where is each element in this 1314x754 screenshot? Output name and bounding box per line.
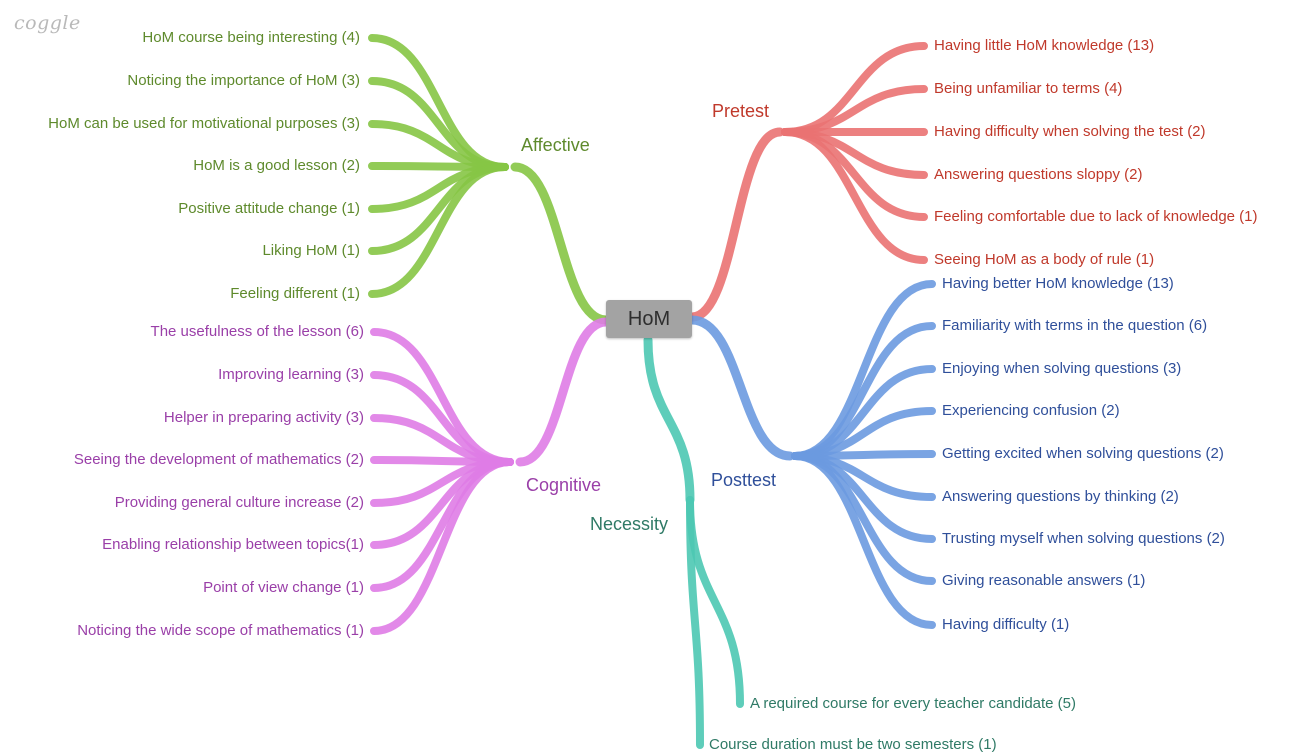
pretest-item[interactable]: Having little HoM knowledge (13) [934,37,1155,54]
posttest-item[interactable]: Enjoying when solving questions (3) [942,360,1182,377]
affective-item[interactable]: Noticing the importance of HoM (3) [127,72,360,89]
necessity-item[interactable]: A required course for every teacher cand… [750,695,1077,712]
cognitive-item[interactable]: Improving learning (3) [218,366,364,383]
branch-label-necessity[interactable]: Necessity [590,514,669,534]
necessity-trunk [643,335,695,505]
cognitive-item[interactable]: Point of view change (1) [203,579,364,596]
affective-item[interactable]: Positive attitude change (1) [178,200,360,217]
coggle-logo[interactable]: coggle [14,12,81,34]
pretest-item[interactable]: Answering questions sloppy (2) [934,166,1143,183]
posttest-trunk [687,315,795,461]
cognitive-trunk [515,317,611,467]
posttest-item[interactable]: Trusting myself when solving questions (… [942,530,1225,547]
cognitive-item[interactable]: Seeing the development of mathematics (2… [73,451,364,468]
pretest-item[interactable]: Having difficulty when solving the test … [934,123,1206,140]
posttest-item[interactable]: Experiencing confusion (2) [942,402,1120,419]
pretest-branch [781,128,928,264]
posttest-item[interactable]: Familiarity with terms in the question (… [942,317,1208,334]
posttest-item[interactable]: Having better HoM knowledge (13) [942,275,1174,292]
affective-item[interactable]: Liking HoM (1) [262,242,360,259]
affective-trunk [510,162,611,325]
central-node[interactable]: HoM [606,300,692,338]
affective-branch [368,163,509,298]
pretest-item[interactable]: Feeling comfortable due to lack of knowl… [934,208,1258,225]
central-node-label: HoM [627,307,671,330]
posttest-item[interactable]: Having difficulty (1) [942,616,1070,633]
cognitive-item[interactable]: Helper in preparing activity (3) [163,409,364,426]
branch-label-pretest[interactable]: Pretest [712,101,770,121]
necessity-branch [686,496,704,749]
affective-item[interactable]: HoM is a good lesson (2) [193,157,360,174]
cognitive-item[interactable]: Providing general culture increase (2) [114,494,364,511]
cognitive-item[interactable]: Noticing the wide scope of mathematics (… [77,622,364,639]
cognitive-item[interactable]: Enabling relationship between topics(1) [102,536,364,553]
affective-item[interactable]: Feeling different (1) [230,285,360,302]
pretest-item[interactable]: Seeing HoM as a body of rule (1) [934,251,1155,268]
necessity-item[interactable]: Course duration must be two semesters (1… [709,736,997,753]
cognitive-branch [370,458,514,635]
affective-item[interactable]: HoM can be used for motivational purpose… [48,115,360,132]
branch-label-posttest[interactable]: Posttest [711,470,777,490]
posttest-item[interactable]: Giving reasonable answers (1) [942,572,1146,589]
pretest-trunk [687,127,785,322]
branch-label-affective[interactable]: Affective [521,135,590,155]
cognitive-item[interactable]: The usefulness of the lesson (6) [150,323,364,340]
pretest-item[interactable]: Being unfamiliar to terms (4) [934,80,1123,97]
affective-item[interactable]: HoM course being interesting (4) [142,29,360,46]
posttest-item[interactable]: Answering questions by thinking (2) [942,488,1179,505]
posttest-branch [791,452,936,629]
posttest-item[interactable]: Getting excited when solving questions (… [942,445,1224,462]
branch-label-cognitive[interactable]: Cognitive [526,475,602,495]
